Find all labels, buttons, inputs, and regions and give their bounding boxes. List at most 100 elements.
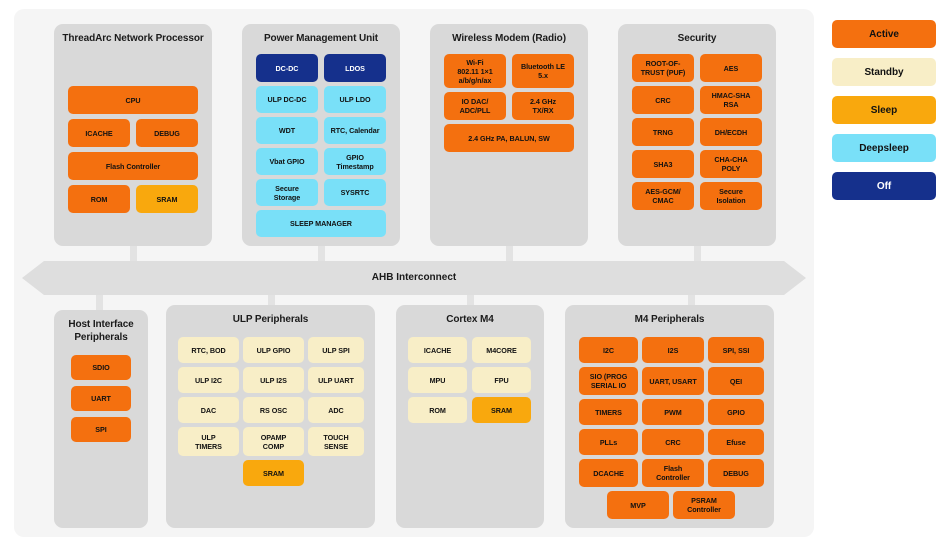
cell-rom[interactable]: ROM [408,397,467,423]
cell-crc[interactable]: CRC [642,429,704,455]
cell-crc[interactable]: CRC [632,86,694,114]
cell-flash-controller[interactable]: Flash Controller [68,152,198,180]
cell-uart-usart[interactable]: UART, USART [642,367,704,395]
cell-psram-controller[interactable]: PSRAM Controller [673,491,735,519]
cell-icache[interactable]: ICACHE [68,119,130,147]
block-power-management-unit[interactable]: Power Management Unit DC-DC LDOS ULP DC-… [242,24,400,246]
cell-root-of-trust-puf[interactable]: ROOT-OF- TRUST (PUF) [632,54,694,82]
cell-ulp-spi[interactable]: ULP SPI [308,337,364,363]
cell-rtc-bod[interactable]: RTC, BOD [178,337,239,363]
cell-opamp-comp[interactable]: OPAMP COMP [243,427,304,456]
cell-gpio-timestamp[interactable]: GPIO Timestamp [324,148,386,175]
block-security[interactable]: Security ROOT-OF- TRUST (PUF) AES CRC HM… [618,24,776,246]
cell-aes-gcm-cmac[interactable]: AES-GCM/ CMAC [632,182,694,210]
cell-dh-ecdh[interactable]: DH/ECDH [700,118,762,146]
bus-arrow-left-icon [22,261,44,295]
cell-dc-dc[interactable]: DC-DC [256,54,318,82]
connector-bus-to-m4-peripherals [688,295,695,311]
cell-wifi[interactable]: Wi-Fi 802.11 1×1 a/b/g/n/ax [444,54,506,88]
block-threadarc-network-processor[interactable]: ThreadArc Network Processor CPU ICACHE D… [54,24,212,246]
block-ulp-peripherals[interactable]: ULP Peripherals RTC, BOD ULP GPIO ULP SP… [166,305,375,528]
cell-uart[interactable]: UART [71,386,131,411]
cell-sio-prog-serial-io[interactable]: SIO (PROG SERIAL IO [579,367,638,395]
cell-vbat-gpio[interactable]: Vbat GPIO [256,148,318,175]
block-host-interface-peripherals[interactable]: Host Interface Peripherals SDIO UART SPI [54,310,148,528]
cell-timers[interactable]: TIMERS [579,399,638,425]
cell-efuse[interactable]: Efuse [708,429,764,455]
bus-label: AHB Interconnect [371,272,457,283]
cell-24ghz-pa-balun-sw[interactable]: 2.4 GHz PA, BALUN, SW [444,124,574,152]
cell-rs-osc[interactable]: RS OSC [243,397,304,423]
cell-ulp-uart[interactable]: ULP UART [308,367,364,393]
connector-bus-to-ulp-peripherals [268,295,275,311]
cell-debug[interactable]: DEBUG [708,459,764,487]
cell-m4core[interactable]: M4CORE [472,337,531,363]
cell-i2c[interactable]: I2C [579,337,638,363]
block-title: M4 Peripherals [634,314,705,325]
connector-pmu-to-bus [318,246,325,262]
cell-spi-ssi[interactable]: SPI, SSI [708,337,764,363]
legend-item-sleep[interactable]: Sleep [832,96,936,124]
cell-icache[interactable]: ICACHE [408,337,467,363]
cell-sleep-manager[interactable]: SLEEP MANAGER [256,210,386,237]
cell-touch-sense[interactable]: TOUCH SENSE [308,427,364,456]
block-cortex-m4[interactable]: Cortex M4 ICACHE M4CORE MPU FPU ROM SRAM [396,305,544,528]
cell-ulp-i2s[interactable]: ULP I2S [243,367,304,393]
cell-rtc-calendar[interactable]: RTC, Calendar [324,117,386,144]
cell-ulp-gpio[interactable]: ULP GPIO [243,337,304,363]
cell-sram[interactable]: SRAM [472,397,531,423]
cell-rom[interactable]: ROM [68,185,130,213]
cell-cpu[interactable]: CPU [68,86,198,114]
cell-24ghz-tx-rx[interactable]: 2.4 GHz TX/RX [512,92,574,120]
block-wireless-modem-radio[interactable]: Wireless Modem (Radio) Wi-Fi 802.11 1×1 … [430,24,588,246]
cell-secure-isolation[interactable]: Secure Isolation [700,182,762,210]
cell-aes[interactable]: AES [700,54,762,82]
cell-sysrtc[interactable]: SYSRTC [324,179,386,206]
bus-bar [44,261,784,295]
cell-adc[interactable]: ADC [308,397,364,423]
legend-item-active[interactable]: Active [832,20,936,48]
cell-ulp-i2c[interactable]: ULP I2C [178,367,239,393]
cell-hmac-sha-rsa[interactable]: HMAC-SHA RSA [700,86,762,114]
cell-pwm[interactable]: PWM [642,399,704,425]
cell-trng[interactable]: TRNG [632,118,694,146]
cell-secure-storage[interactable]: Secure Storage [256,179,318,206]
block-m4-peripherals[interactable]: M4 Peripherals I2C I2S SPI, SSI SIO (PRO… [565,305,774,528]
connector-modem-to-bus [506,246,513,262]
block-title: Host Interface Peripherals [68,319,134,343]
cell-dcache[interactable]: DCACHE [579,459,638,487]
cell-dac[interactable]: DAC [178,397,239,423]
block-title: ThreadArc Network Processor [62,33,204,44]
connector-security-to-bus [694,246,701,262]
connector-bus-to-cortex-m4 [467,295,474,311]
cell-ldos[interactable]: LDOS [324,54,386,82]
cell-plls[interactable]: PLLs [579,429,638,455]
cell-sha3[interactable]: SHA3 [632,150,694,178]
legend-item-off[interactable]: Off [832,172,936,200]
cell-cha-cha-poly[interactable]: CHA-CHA POLY [700,150,762,178]
cell-mvp[interactable]: MVP [607,491,669,519]
cell-mpu[interactable]: MPU [408,367,467,393]
cell-i2s[interactable]: I2S [642,337,704,363]
cell-sdio[interactable]: SDIO [71,355,131,380]
cell-ulp-dc-dc[interactable]: ULP DC-DC [256,86,318,113]
ahb-interconnect-bus[interactable]: AHB Interconnect [22,261,806,295]
cell-debug[interactable]: DEBUG [136,119,198,147]
cell-ulp-timers[interactable]: ULP TIMERS [178,427,239,456]
cell-ulp-ldo[interactable]: ULP LDO [324,86,386,113]
legend-item-deepsleep[interactable]: Deepsleep [832,134,936,162]
cell-qei[interactable]: QEI [708,367,764,395]
legend-item-standby[interactable]: Standby [832,58,936,86]
cell-flash-controller[interactable]: Flash Controller [642,459,704,487]
cell-wdt[interactable]: WDT [256,117,318,144]
connector-threadarc-to-bus [130,246,137,262]
cell-fpu[interactable]: FPU [472,367,531,393]
cell-io-dac-adc-pll[interactable]: IO DAC/ ADC/PLL [444,92,506,120]
cell-sram[interactable]: SRAM [136,185,198,213]
cell-sram[interactable]: SRAM [243,460,304,486]
block-title: Wireless Modem (Radio) [452,33,566,44]
cell-bluetooth-le[interactable]: Bluetooth LE 5.x [512,54,574,88]
cell-gpio[interactable]: GPIO [708,399,764,425]
cell-spi[interactable]: SPI [71,417,131,442]
